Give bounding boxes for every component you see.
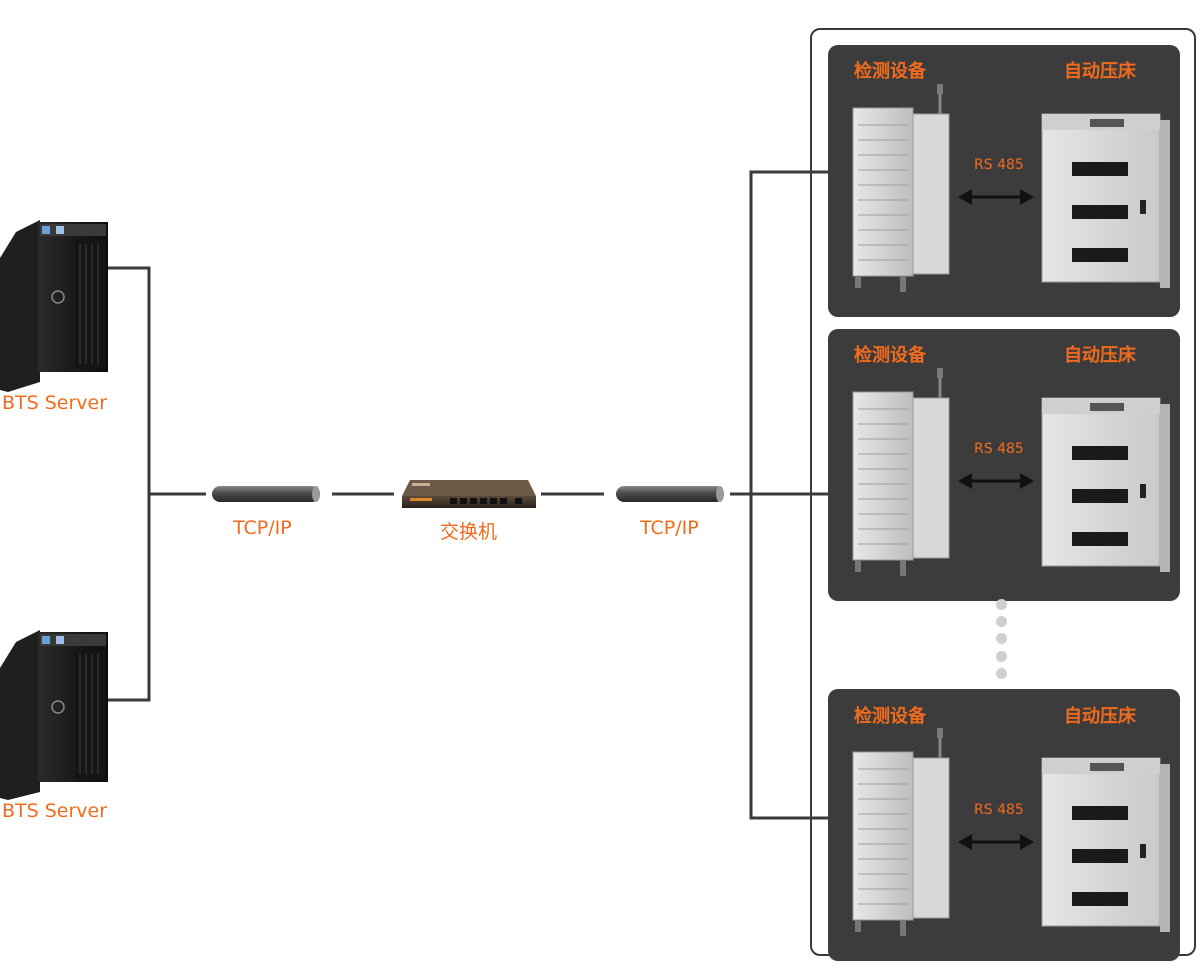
bidirectional-arrow-icon xyxy=(958,189,1034,205)
server-tower-icon xyxy=(0,630,108,800)
tester-label: 检测设备 xyxy=(854,706,926,727)
ellipsis-dot xyxy=(996,633,1007,644)
switch-label: 交换机 xyxy=(440,521,498,543)
press-label: 自动压床 xyxy=(1064,706,1136,727)
test-cabinet-icon xyxy=(852,84,950,292)
press-label: 自动压床 xyxy=(1064,345,1136,366)
server-label: BTS Server xyxy=(2,800,108,822)
link-label-left: TCP/IP xyxy=(233,517,292,539)
bidirectional-arrow-icon xyxy=(958,473,1034,489)
press-machine-icon xyxy=(1041,757,1170,932)
bidirectional-arrow-icon xyxy=(958,834,1034,850)
press-label: 自动压床 xyxy=(1064,61,1136,82)
test-cabinet-icon xyxy=(852,368,950,576)
server-label: BTS Server xyxy=(2,392,108,414)
ellipsis-dot xyxy=(996,616,1007,627)
cable-icon xyxy=(212,486,320,502)
ellipsis-dot xyxy=(996,651,1007,662)
tester-label: 检测设备 xyxy=(854,61,926,82)
server-bus-line xyxy=(107,170,828,820)
press-machine-icon xyxy=(1041,113,1170,288)
server-tower-icon xyxy=(0,220,108,392)
protocol-label: RS 485 xyxy=(974,802,1024,818)
ellipsis-dot xyxy=(996,599,1007,610)
ellipsis-dot xyxy=(996,668,1007,679)
press-machine-icon xyxy=(1041,397,1170,572)
protocol-label: RS 485 xyxy=(974,441,1024,457)
protocol-label: RS 485 xyxy=(974,157,1024,173)
link-label-right: TCP/IP xyxy=(640,517,699,539)
cable-icon xyxy=(616,486,724,502)
network-switch-icon xyxy=(402,480,536,508)
tester-label: 检测设备 xyxy=(854,345,926,366)
test-cabinet-icon xyxy=(852,728,950,936)
